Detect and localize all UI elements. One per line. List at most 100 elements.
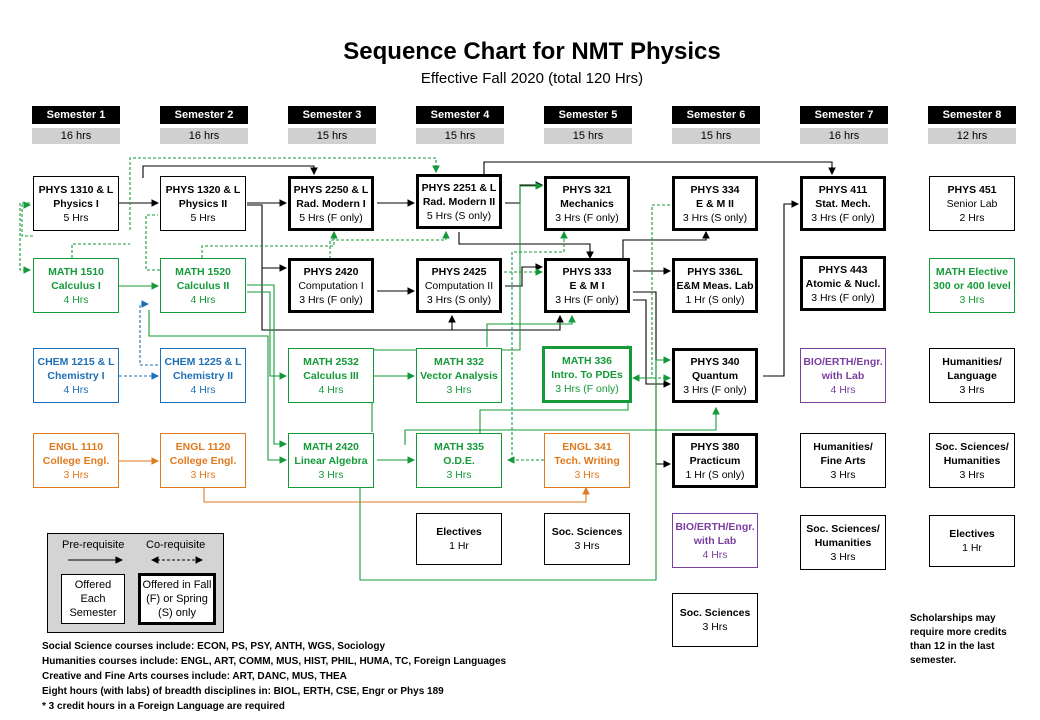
course-hours: 3 Hrs (F only) [811, 211, 875, 224]
course-hours: 3 Hrs (F only) [811, 291, 875, 304]
course-title: with Lab [821, 369, 865, 382]
legend-prerequisite-label: Pre-requisite [62, 539, 125, 551]
course-title: Intro. To PDEs [551, 368, 623, 381]
page-subtitle: Effective Fall 2020 (total 120 Hrs) [420, 70, 644, 87]
course-engl-341[interactable]: ENGL 341 Tech. Writing 3 Hrs [544, 433, 630, 488]
semester-3-header: Semester 3 [288, 106, 376, 124]
course-phys-340[interactable]: PHYS 340 Quantum 3 Hrs (F only) [672, 348, 758, 403]
course-hours: 4 Hrs [190, 383, 216, 396]
course-title: Practicum [689, 454, 741, 467]
scholarship-note: Scholarships may require more credits th… [910, 613, 1007, 666]
course-hours: 4 Hrs [63, 293, 89, 306]
course-code: PHYS 321 [562, 183, 612, 196]
course-phys-2420[interactable]: PHYS 2420 Computation I 3 Hrs (F only) [288, 258, 374, 313]
course-math-1520[interactable]: MATH 1520 Calculus II 4 Hrs [160, 258, 246, 313]
course-title: Linear Algebra [294, 454, 368, 467]
course-engl-1120[interactable]: ENGL 1120 College Engl. 3 Hrs [160, 433, 246, 488]
course-math-335[interactable]: MATH 335 O.D.E. 3 Hrs [416, 433, 502, 488]
course-hours: 2 Hrs [959, 211, 985, 224]
course-code: PHYS 1320 & L [165, 183, 241, 196]
semester-2-header: Semester 2 [160, 106, 248, 124]
course-code: MATH 335 [434, 440, 484, 453]
semester-1-header: Semester 1 [32, 106, 120, 124]
course-title: E & M II [696, 197, 734, 210]
course-phys-2250[interactable]: PHYS 2250 & L Rad. Modern I 5 Hrs (F onl… [288, 176, 374, 231]
course-soc-sci-humanities-7[interactable]: Soc. Sciences/ Humanities 3 Hrs [800, 515, 886, 570]
course-breadth-bio-7[interactable]: BIO/ERTH/Engr. with Lab 4 Hrs [800, 348, 886, 403]
course-code: ENGL 1120 [175, 440, 231, 453]
course-phys-333[interactable]: PHYS 333 E & M I 3 Hrs (F only) [544, 258, 630, 313]
course-phys-334[interactable]: PHYS 334 E & M II 3 Hrs (S only) [672, 176, 758, 231]
course-phys-411[interactable]: PHYS 411 Stat. Mech. 3 Hrs (F only) [800, 176, 886, 231]
course-electives-8[interactable]: Electives 1 Hr [929, 515, 1015, 567]
course-breadth-bio-6[interactable]: BIO/ERTH/Engr. with Lab 4 Hrs [672, 513, 758, 568]
course-soc-sci-humanities-8[interactable]: Soc. Sciences/ Humanities 3 Hrs [929, 433, 1015, 488]
course-math-332[interactable]: MATH 332 Vector Analysis 3 Hrs [416, 348, 502, 403]
note-fine-arts: Creative and Fine Arts courses include: … [42, 671, 347, 682]
course-title: Rad. Modern I [296, 197, 366, 210]
course-code: Soc. Sciences [679, 607, 751, 619]
course-math-336[interactable]: MATH 336 Intro. To PDEs 3 Hrs (F only) [542, 346, 632, 403]
course-hours: 3 Hrs (F only) [555, 293, 619, 306]
course-title: Atomic & Nucl. [805, 277, 881, 290]
semester-8-hours: 12 hrs [928, 128, 1016, 144]
course-phys-380[interactable]: PHYS 380 Practicum 1 Hr (S only) [672, 433, 758, 488]
course-chem-1225[interactable]: CHEM 1225 & L Chemistry II 4 Hrs [160, 348, 246, 403]
course-hours: 5 Hrs [63, 211, 89, 224]
course-electives-4[interactable]: Electives 1 Hr [416, 513, 502, 565]
course-title: Physics II [178, 197, 228, 210]
legend-arrows [68, 556, 204, 564]
course-code: PHYS 336L [687, 265, 743, 278]
course-title: 300 or 400 level [933, 279, 1011, 292]
course-title: Chemistry I [47, 369, 105, 382]
course-hours: 4 Hrs [702, 548, 728, 561]
course-code: MATH 1520 [175, 265, 231, 278]
course-soc-sci-5[interactable]: Soc. Sciences 3 Hrs [544, 513, 630, 565]
course-hours: 1 Hr [449, 540, 469, 552]
course-engl-1110[interactable]: ENGL 1110 College Engl. 3 Hrs [33, 433, 119, 488]
legend: Pre-requisite Co-requisite Offered Each … [47, 533, 224, 633]
course-code: ENGL 341 [562, 440, 612, 453]
course-math-elective[interactable]: MATH Elective 300 or 400 level 3 Hrs [929, 258, 1015, 313]
semester-5-header: Semester 5 [544, 106, 632, 124]
page-title: Sequence Chart for NMT Physics [343, 38, 721, 65]
course-code: PHYS 443 [818, 263, 868, 276]
course-phys-2251[interactable]: PHYS 2251 & L Rad. Modern II 5 Hrs (S on… [416, 174, 502, 229]
course-hours: 3 Hrs [574, 540, 600, 552]
course-phys-1310[interactable]: PHYS 1310 & L Physics I 5 Hrs [33, 176, 119, 231]
course-chem-1215[interactable]: CHEM 1215 & L Chemistry I 4 Hrs [33, 348, 119, 403]
course-phys-2425[interactable]: PHYS 2425 Computation II 3 Hrs (S only) [416, 258, 502, 313]
course-soc-sci-6[interactable]: Soc. Sciences 3 Hrs [672, 593, 758, 647]
course-hours: 3 Hrs (F only) [555, 211, 619, 224]
course-title: Chemistry II [172, 369, 234, 382]
course-title: O.D.E. [443, 454, 475, 467]
course-math-2420[interactable]: MATH 2420 Linear Algebra 3 Hrs [288, 433, 374, 488]
course-math-2532[interactable]: MATH 2532 Calculus III 4 Hrs [288, 348, 374, 403]
course-code: PHYS 2250 & L [293, 183, 369, 196]
semester-1-hours: 16 hrs [32, 128, 120, 144]
course-phys-451[interactable]: PHYS 451 Senior Lab 2 Hrs [929, 176, 1015, 231]
course-phys-336l[interactable]: PHYS 336L E&M Meas. Lab 1 Hr (S only) [672, 258, 758, 313]
course-code: PHYS 411 [818, 183, 868, 196]
semester-2-hours: 16 hrs [160, 128, 248, 144]
course-hours: 1 Hr (S only) [685, 293, 745, 306]
semester-4-hours: 15 hrs [416, 128, 504, 144]
course-hours: 3 Hrs [446, 468, 472, 481]
course-hours: 5 Hrs [190, 211, 216, 224]
course-title: Humanities [814, 536, 872, 549]
course-humanities-fine-arts[interactable]: Humanities/ Fine Arts 3 Hrs [800, 433, 886, 488]
semester-7-header: Semester 7 [800, 106, 888, 124]
course-phys-321[interactable]: PHYS 321 Mechanics 3 Hrs (F only) [544, 176, 630, 231]
course-hours: 3 Hrs [830, 468, 856, 481]
course-code: ENGL 1110 [48, 440, 104, 453]
course-hours: 4 Hrs [63, 383, 89, 396]
note-foreign-language: * 3 credit hours in a Foreign Language a… [42, 701, 285, 712]
course-phys-443[interactable]: PHYS 443 Atomic & Nucl. 3 Hrs (F only) [800, 256, 886, 311]
course-humanities-language[interactable]: Humanities/ Language 3 Hrs [929, 348, 1015, 403]
course-code: PHYS 380 [690, 440, 740, 453]
course-code: MATH Elective [935, 265, 1009, 278]
course-math-1510[interactable]: MATH 1510 Calculus I 4 Hrs [33, 258, 119, 313]
course-phys-1320[interactable]: PHYS 1320 & L Physics II 5 Hrs [160, 176, 246, 231]
course-hours: 1 Hr [962, 542, 982, 554]
